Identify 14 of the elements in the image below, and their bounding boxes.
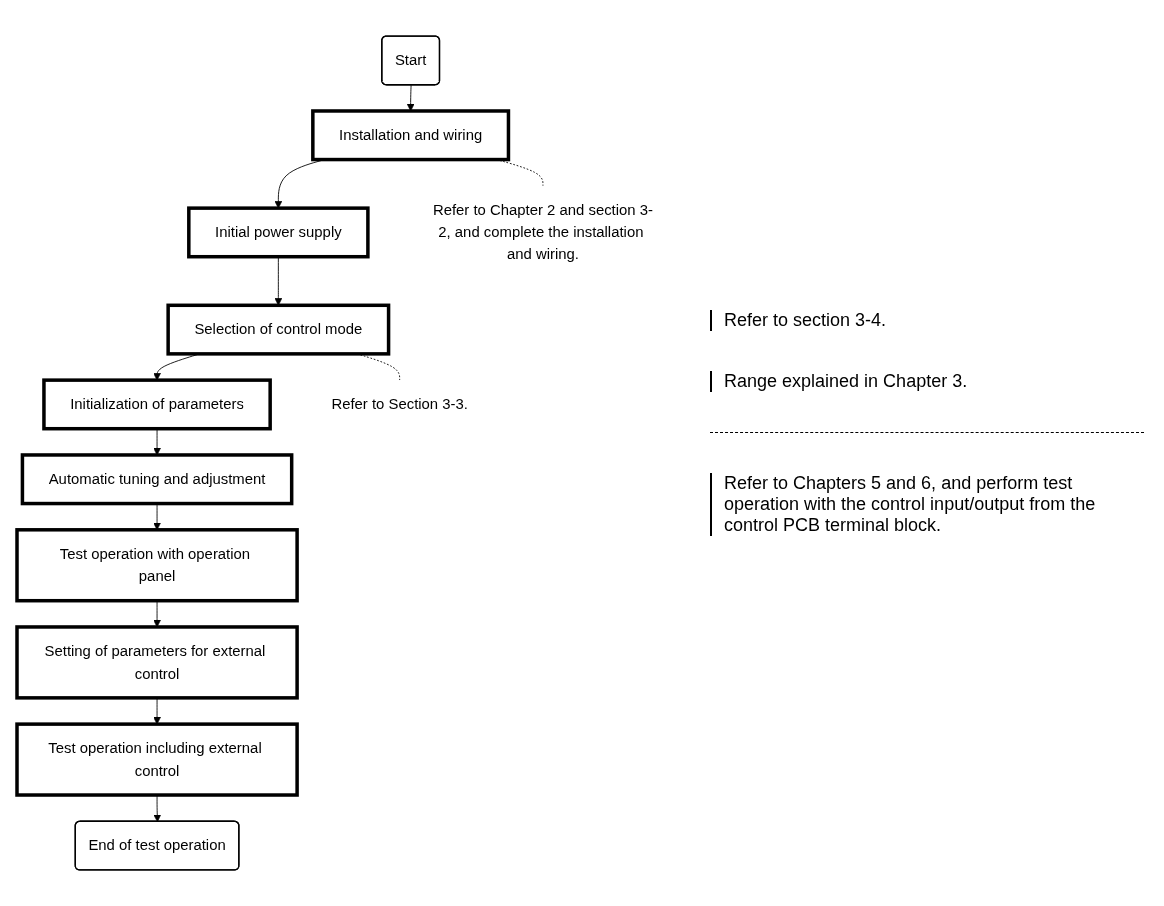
node-box	[20, 453, 294, 506]
node-text: Refer to Section 3-3.	[331, 395, 468, 413]
node-box	[15, 528, 299, 603]
node-box	[15, 625, 299, 700]
node-box	[15, 722, 299, 797]
node-box	[187, 206, 370, 259]
node-box	[311, 109, 511, 162]
node-box	[166, 303, 391, 356]
node-text: Refer to Chapter 2 and section 3-2, and complete the installation and wiring.	[432, 201, 653, 263]
flowchart-drawing: Start Installation and wiring Initial power supply Selection of control mode Initialization of parameters Automatic tuning and adjustment Test operation with operation panel Setting of parameters for external control Test operation including external control End of test operation Refer to Chapter 2 and section 3-2, and complete the installation and wiring. Refer to Section 3-3.	[10, 10, 690, 896]
note-text: Refer to section 3-4.	[710, 310, 1144, 331]
note-text: Refer to Chapters 5 and 6, and perform test operation with the control input/output from the control PCB terminal block.	[710, 473, 1144, 536]
node-box	[42, 378, 272, 431]
note-text: Range explained in Chapter 3.	[710, 371, 1144, 392]
